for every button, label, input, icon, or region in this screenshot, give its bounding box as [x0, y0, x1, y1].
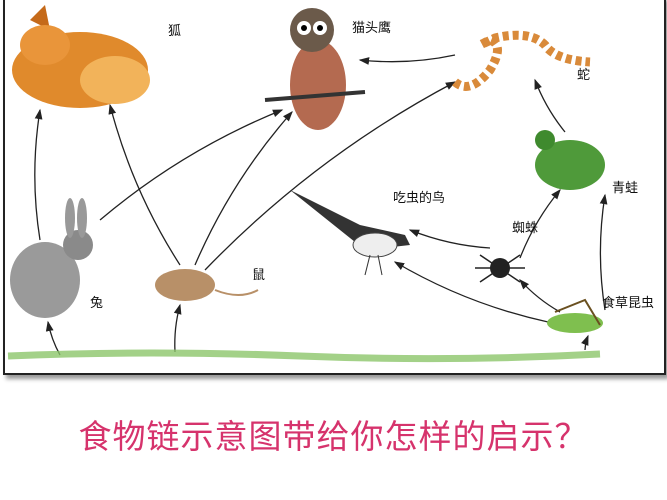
- bird-illustration: [290, 190, 410, 276]
- arrow-grass-to-insect: [581, 334, 589, 351]
- arrow-mouse-to-owl: [194, 111, 293, 266]
- mouse-illustration: [155, 269, 259, 301]
- grasshopper-illustration: [547, 298, 603, 333]
- spider-illustration: [475, 254, 525, 283]
- arrow-insect-to-spider: [519, 279, 561, 313]
- fox-illustration: [12, 5, 150, 108]
- arrow-rabbit-to-owl: [99, 109, 284, 221]
- arrows: [34, 54, 608, 356]
- arrow-insect-to-bird: [393, 261, 549, 323]
- arrow-grass-to-mouse: [173, 303, 182, 353]
- arrow-frog-to-snake: [534, 78, 566, 133]
- owl-illustration: [264, 8, 366, 130]
- arrow-mouse-to-fox: [108, 103, 181, 266]
- label-fox: 狐: [168, 24, 182, 39]
- rabbit-illustration: [10, 198, 93, 318]
- label-mouse: 鼠: [252, 268, 266, 283]
- snake-illustration: [452, 30, 591, 91]
- food-web-drawing: [7, 5, 608, 363]
- arrow-spider-to-bird: [408, 229, 491, 249]
- label-bird: 吃虫的鸟: [393, 191, 446, 206]
- frog-illustration: [535, 130, 605, 190]
- arrow-snake-to-owl: [358, 54, 456, 65]
- arrow-grass-to-rabbit: [45, 320, 61, 356]
- label-spider: 蜘蛛: [512, 221, 539, 236]
- label-rabbit: 兔: [90, 296, 104, 311]
- grass: [7, 349, 601, 363]
- question-text: 食物链示意图带给你怎样的启示？: [78, 417, 589, 456]
- arrow-spider-to-frog: [519, 188, 561, 259]
- arrow-rabbit-to-fox: [34, 108, 43, 241]
- arrow-insect-to-frog: [599, 193, 608, 311]
- arrow-mouse-to-snake: [204, 81, 457, 271]
- label-owl: 猫头鹰: [352, 21, 392, 36]
- label-insect: 食草昆虫: [602, 296, 655, 311]
- label-frog: 青蛙: [612, 181, 639, 196]
- label-snake: 蛇: [577, 68, 591, 83]
